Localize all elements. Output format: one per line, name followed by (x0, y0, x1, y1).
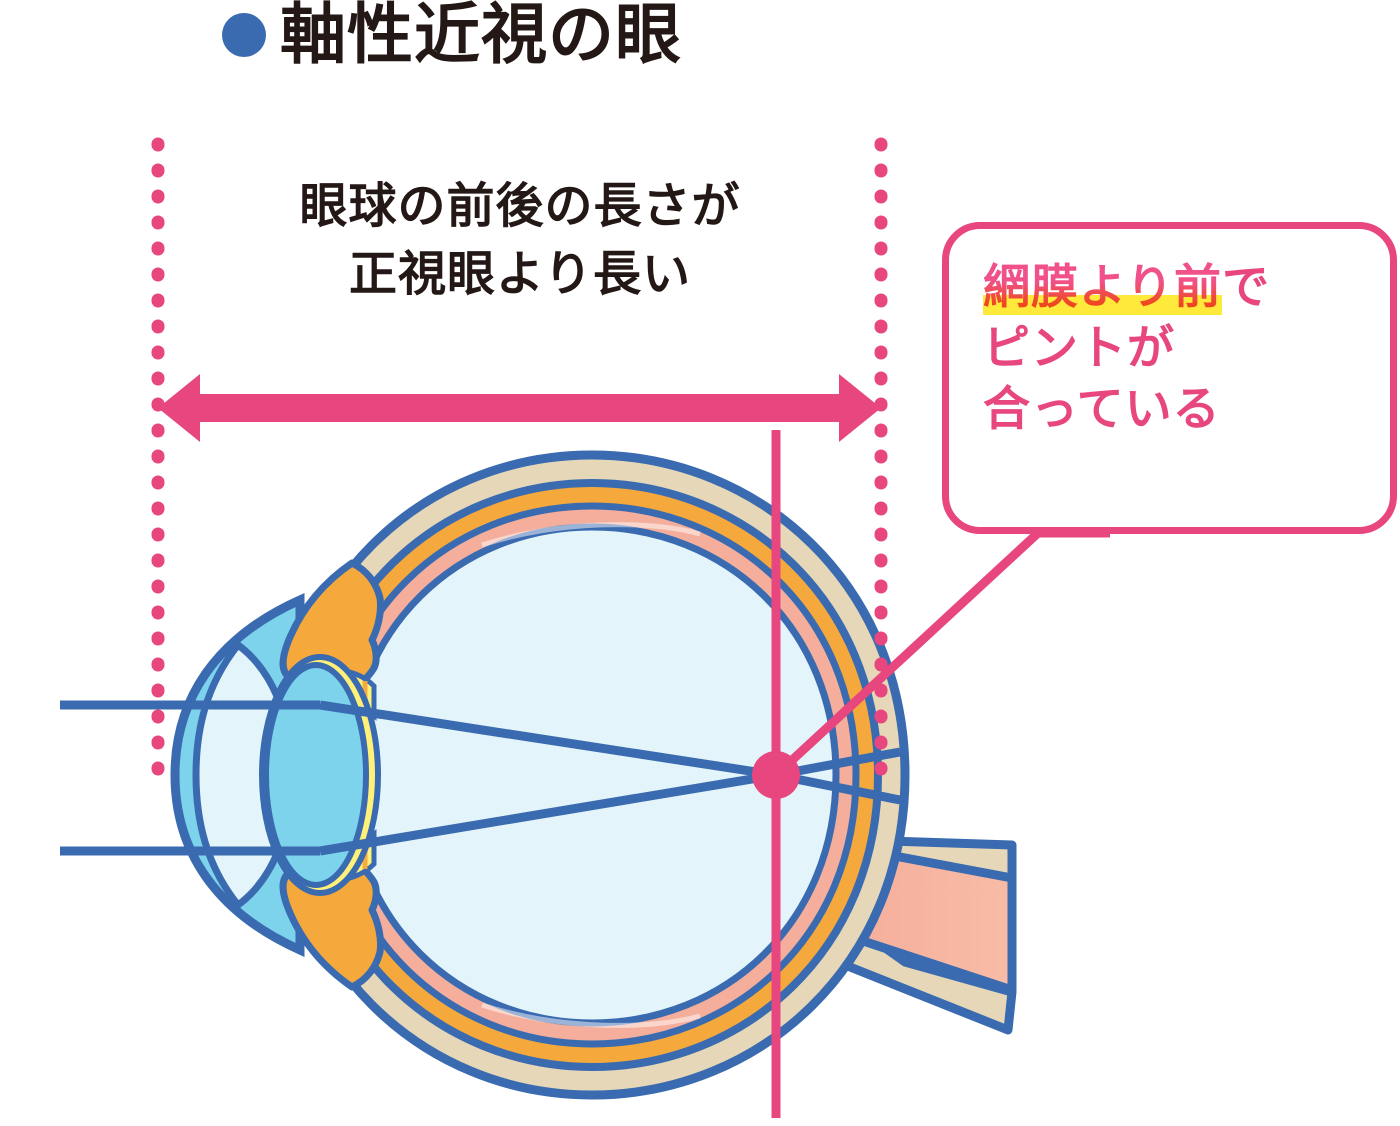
focus-callout-box: 網膜より前で ピントが 合っている (942, 222, 1397, 534)
callout-line-1: 網膜より前で (983, 257, 1270, 318)
caption-line-2: 正視眼より長い (348, 246, 692, 303)
axial-length-caption: 眼球の前後の長さが 正視眼より長い (250, 172, 790, 308)
page-title: 軸性近視の眼 (222, 2, 682, 68)
anterior-segment (170, 559, 384, 991)
light-rays-overlay (175, 700, 320, 856)
caption-line-1: 眼球の前後の長さが (299, 178, 741, 234)
lens (263, 662, 369, 888)
bullet-dot-icon (222, 13, 266, 57)
ray-upper-refracted (319, 700, 777, 780)
callout-highlight-text: 網膜より前 (983, 260, 1223, 315)
title-text: 軸性近視の眼 (280, 0, 682, 73)
vitreous-body (345, 523, 840, 1027)
focus-callout-text: 網膜より前で ピントが 合っている (983, 257, 1270, 440)
callout-line-3: 合っている (983, 382, 1221, 438)
guide-lines (151, 137, 888, 797)
eye-globe (275, 450, 910, 1100)
arrow-head-left (158, 374, 200, 442)
arrow-head-right (839, 374, 881, 442)
callout-highlight: 網膜より前 (983, 260, 1223, 315)
ray-lower-refracted (319, 770, 777, 856)
callout-line-2: ピントが (983, 321, 1175, 377)
focal-point-dot (752, 751, 800, 799)
callout-line-1-tail: で (1222, 260, 1271, 315)
axial-length-arrow (158, 374, 881, 442)
